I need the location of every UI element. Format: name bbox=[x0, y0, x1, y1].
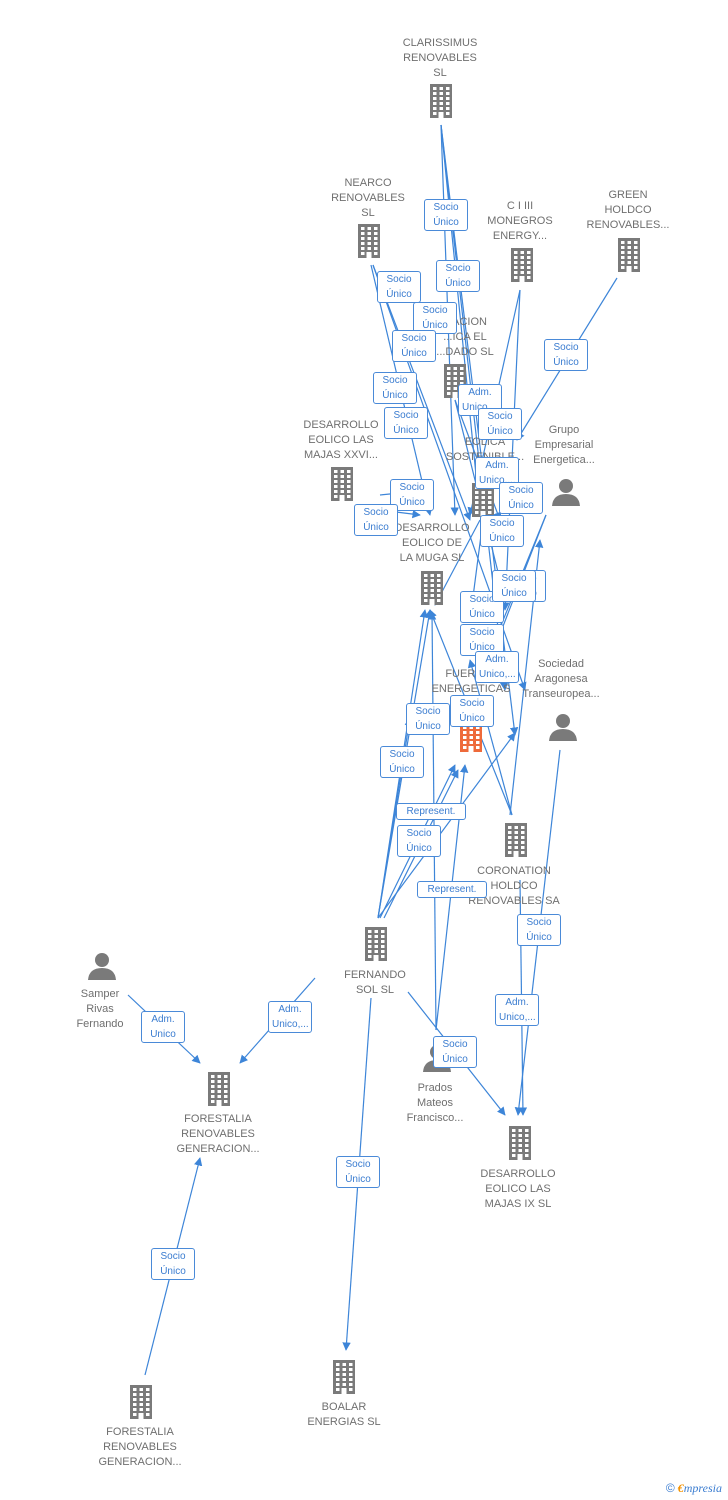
node-label-nearco[interactable]: NEARCO RENOVABLES SL bbox=[331, 177, 405, 219]
building-icon[interactable] bbox=[333, 1360, 355, 1394]
edge-relationship-label: Socio Único bbox=[492, 570, 536, 602]
relationship-edge bbox=[377, 732, 516, 919]
edge-relationship-label: Socio Único bbox=[373, 372, 417, 404]
edge-relationship-label: Socio Único bbox=[499, 482, 543, 514]
edge-relationship-label: Socio Único bbox=[354, 504, 398, 536]
building-icon[interactable] bbox=[208, 1072, 230, 1106]
edge-relationship-label: Socio Único bbox=[380, 746, 424, 778]
building-icon[interactable] bbox=[511, 248, 533, 282]
node-label-clarissimus[interactable]: CLARISSIMUS RENOVABLES SL bbox=[402, 37, 478, 79]
edge-relationship-label: Socio Único bbox=[433, 1036, 477, 1068]
building-icon[interactable] bbox=[365, 927, 387, 961]
node-label-ciii[interactable]: C I III MONEGROS ENERGY... bbox=[487, 200, 553, 242]
edge-relationship-label: Socio Único bbox=[406, 703, 450, 735]
edge-relationship-label: Socio Único bbox=[392, 330, 436, 362]
edge-relationship-label: Adm. Unico,... bbox=[475, 651, 519, 683]
node-label-samper[interactable]: Samper Rivas Fernando bbox=[76, 988, 124, 1030]
node-label-prados[interactable]: Prados Mateos Francisco... bbox=[406, 1082, 464, 1124]
building-icon[interactable] bbox=[331, 467, 353, 501]
edge-relationship-label: Socio Único bbox=[397, 825, 441, 857]
edge-relationship-label: Socio Único bbox=[478, 408, 522, 440]
person-icon[interactable] bbox=[88, 953, 116, 980]
edge-relationship-label: Socio Único bbox=[460, 624, 504, 656]
empresia-watermark: ©€mpresia bbox=[666, 1481, 722, 1496]
node-label-muga[interactable]: DESARROLLO EOLICO DE LA MUGA SL bbox=[394, 522, 470, 564]
node-label-grupo[interactable]: Grupo Empresarial Energetica... bbox=[533, 424, 595, 466]
edge-relationship-label: Socio Único bbox=[384, 407, 428, 439]
node-label-forestalia2[interactable]: FORESTALIA RENOVABLES GENERACION... bbox=[98, 1426, 182, 1468]
brand-initial: € bbox=[677, 1481, 684, 1495]
edge-relationship-label: Adm. Unico,... bbox=[495, 994, 539, 1026]
building-icon[interactable] bbox=[130, 1385, 152, 1419]
building-icon[interactable] bbox=[509, 1126, 531, 1160]
edge-relationship-label: Socio Único bbox=[436, 260, 480, 292]
relationship-edge bbox=[427, 611, 437, 1031]
building-icon[interactable] bbox=[421, 571, 443, 605]
edge-relationship-label: Adm. Unico,... bbox=[268, 1001, 312, 1033]
edge-relationship-label: Socio Único bbox=[377, 271, 421, 303]
relationship-edge bbox=[372, 264, 472, 521]
edge-relationship-label: Represent. bbox=[396, 803, 466, 820]
person-icon[interactable] bbox=[552, 479, 580, 506]
edge-relationship-label: Socio Único bbox=[450, 695, 494, 727]
brand-name: mpresia bbox=[683, 1481, 722, 1495]
node-label-fernando[interactable]: FERNANDO SOL SL bbox=[344, 969, 406, 996]
edge-relationship-label: Socio Único bbox=[480, 515, 524, 547]
relationship-edge bbox=[501, 289, 521, 611]
edge-relationship-label: Socio Único bbox=[413, 302, 457, 334]
edge-relationship-label: Adm. Unico bbox=[141, 1011, 185, 1043]
building-icon[interactable] bbox=[618, 238, 640, 272]
building-icon[interactable] bbox=[430, 84, 452, 118]
node-label-forestalia1[interactable]: FORESTALIA RENOVABLES GENERACION... bbox=[176, 1113, 260, 1155]
node-label-coronation[interactable]: CORONATION HOLDCO RENOVABLES SA bbox=[468, 865, 560, 907]
edge-relationship-label: Represent. bbox=[417, 881, 487, 898]
edge-relationship-label: Socio Único bbox=[544, 339, 588, 371]
node-label-boalar[interactable]: BOALAR ENERGIAS SL bbox=[307, 1401, 381, 1428]
copyright-symbol: © bbox=[665, 1481, 675, 1495]
edge-relationship-label: Socio Único bbox=[424, 199, 468, 231]
node-label-green[interactable]: GREEN HOLDCO RENOVABLES... bbox=[586, 189, 670, 231]
edge-relationship-label: Socio Único bbox=[336, 1156, 380, 1188]
edge-relationship-label: Socio Único bbox=[151, 1248, 195, 1280]
building-icon[interactable] bbox=[358, 224, 380, 258]
edge-relationship-label: Socio Único bbox=[517, 914, 561, 946]
person-icon[interactable] bbox=[549, 714, 577, 741]
node-label-majasxxvi[interactable]: DESARROLLO EOLICO LAS MAJAS XXVI... bbox=[303, 419, 379, 461]
building-icon[interactable] bbox=[505, 823, 527, 857]
node-label-majasix[interactable]: DESARROLLO EOLICO LAS MAJAS IX SL bbox=[480, 1168, 556, 1210]
node-label-sociedad[interactable]: Sociedad Aragonesa Transeuropea... bbox=[522, 658, 600, 700]
relationship-edge bbox=[467, 659, 513, 816]
